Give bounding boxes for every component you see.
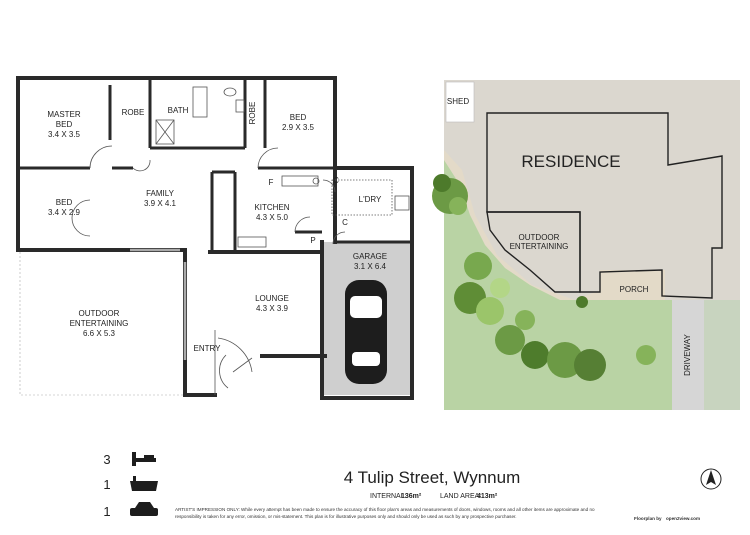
master-bed-label-1: MASTER (47, 110, 81, 119)
shrubs (432, 174, 656, 381)
bath-icon (130, 476, 158, 491)
driveway-label: DRIVEWAY (683, 333, 692, 375)
pantry-label: P (310, 236, 315, 245)
internal-area-label: INTERNAL: (370, 493, 407, 500)
garage-size: 3.1 X 6.4 (354, 262, 387, 271)
bed-right-label: BED (290, 113, 307, 122)
disclaimer-line-1: ARTIST'S IMPRESSION ONLY: While every at… (175, 507, 595, 512)
shed-block (445, 81, 475, 123)
cupboard-c1-label: C (333, 176, 339, 185)
floor-plan: MASTER BED 3.4 X 3.5 ROBE BATH ROBE BED … (16, 76, 414, 400)
laundry-label: L'DRY (359, 195, 382, 204)
car-icon (130, 502, 158, 516)
porch-label: PORCH (620, 285, 649, 294)
internal-area-value: 136m² (401, 493, 422, 500)
north-arrow-icon (700, 468, 722, 490)
bed-icon (132, 452, 156, 466)
fixtures (71, 86, 410, 395)
bed-left-label: BED (56, 198, 73, 207)
master-bed-label-2: BED (56, 120, 73, 129)
residence-label: RESIDENCE (521, 152, 620, 171)
credit-prefix: Floorplan by (634, 516, 662, 521)
car-icon (345, 280, 387, 384)
robe-1-label: ROBE (122, 108, 145, 117)
bath-label: BATH (168, 106, 189, 115)
address-title: 4 Tulip Street, Wynnum (344, 468, 521, 487)
shed-label: SHED (447, 97, 469, 106)
outdoor-label-1: OUTDOOR (79, 309, 120, 318)
bed-right-size: 2.9 X 3.5 (282, 123, 315, 132)
lounge-size: 4.3 X 3.9 (256, 304, 289, 313)
family-size: 3.9 X 4.1 (144, 199, 177, 208)
legend-car-count: 1 (103, 504, 110, 519)
outdoor-size: 6.6 X 5.3 (83, 329, 116, 338)
cupboard-c2-label: C (342, 218, 348, 227)
path-area (444, 80, 740, 410)
land-area-label: LAND AREA: (440, 493, 481, 500)
family-label: FAMILY (146, 189, 175, 198)
credit-brand: open2view.com (666, 516, 700, 521)
outdoor-entertaining-outline (486, 211, 581, 293)
garage-label: GARAGE (353, 252, 387, 261)
kitchen-size: 4.3 X 5.0 (256, 213, 289, 222)
master-bed-size: 3.4 X 3.5 (48, 130, 81, 139)
outdoor-label-2: ENTERTAINING (70, 319, 129, 328)
disclaimer-line-2: responsibility is taken for any error, o… (175, 514, 517, 519)
fridge-label: F (269, 178, 274, 187)
land-area-value: 413m² (477, 493, 498, 500)
entry-label: ENTRY (194, 344, 222, 353)
footer: 4 Tulip Street, Wynnum INTERNAL: 136m² L… (175, 468, 700, 521)
driveway-strip (672, 300, 704, 410)
site-plan: SHED RESIDENCE OUTDOOR ENTERTAINING PORC… (432, 80, 740, 410)
robe-2-label: ROBE (248, 102, 257, 125)
bed-left-size: 3.4 X 2.9 (48, 208, 81, 217)
site-outdoor-label-1: OUTDOOR (519, 233, 560, 242)
site-outdoor-label-2: ENTERTAINING (510, 242, 569, 251)
kitchen-label: KITCHEN (254, 203, 289, 212)
interior-walls (18, 80, 410, 252)
legend: 3 1 1 (103, 452, 158, 519)
legend-bed-count: 3 (103, 452, 110, 467)
lounge-label: LOUNGE (255, 294, 289, 303)
legend-bath-count: 1 (103, 477, 110, 492)
